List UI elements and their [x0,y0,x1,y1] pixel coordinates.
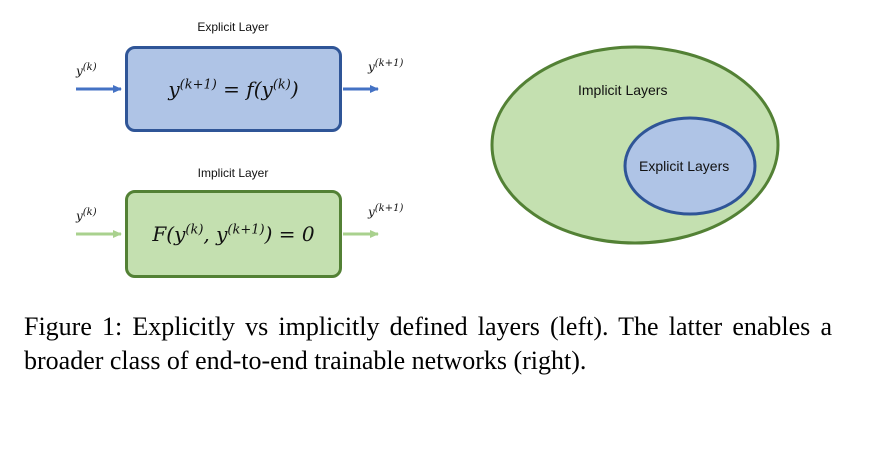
implicit-layer-title: Implicit Layer [197,166,269,180]
explicit-layer-box: y(k+1) = f(y(k)) [125,46,342,132]
implicit-equation: F(y(k), y(k+1)) = 0 [152,222,315,246]
venn-outer-label: Implicit Layers [578,82,668,98]
venn-inner-label: Explicit Layers [639,158,730,174]
venn-inner-ellipse [623,116,757,216]
explicit-layer-title: Explicit Layer [197,20,269,34]
implicit-output-label: y(k+1) [368,203,404,219]
implicit-input-label: y(k) [76,207,97,223]
implicit-layer-box: F(y(k), y(k+1)) = 0 [125,190,342,278]
explicit-output-label: y(k+1) [368,58,404,74]
figure-caption: Figure 1: Explicitly vs implicitly defin… [24,312,832,375]
explicit-input-label: y(k) [76,62,97,78]
explicit-equation: y(k+1) = f(y(k)) [168,77,299,101]
